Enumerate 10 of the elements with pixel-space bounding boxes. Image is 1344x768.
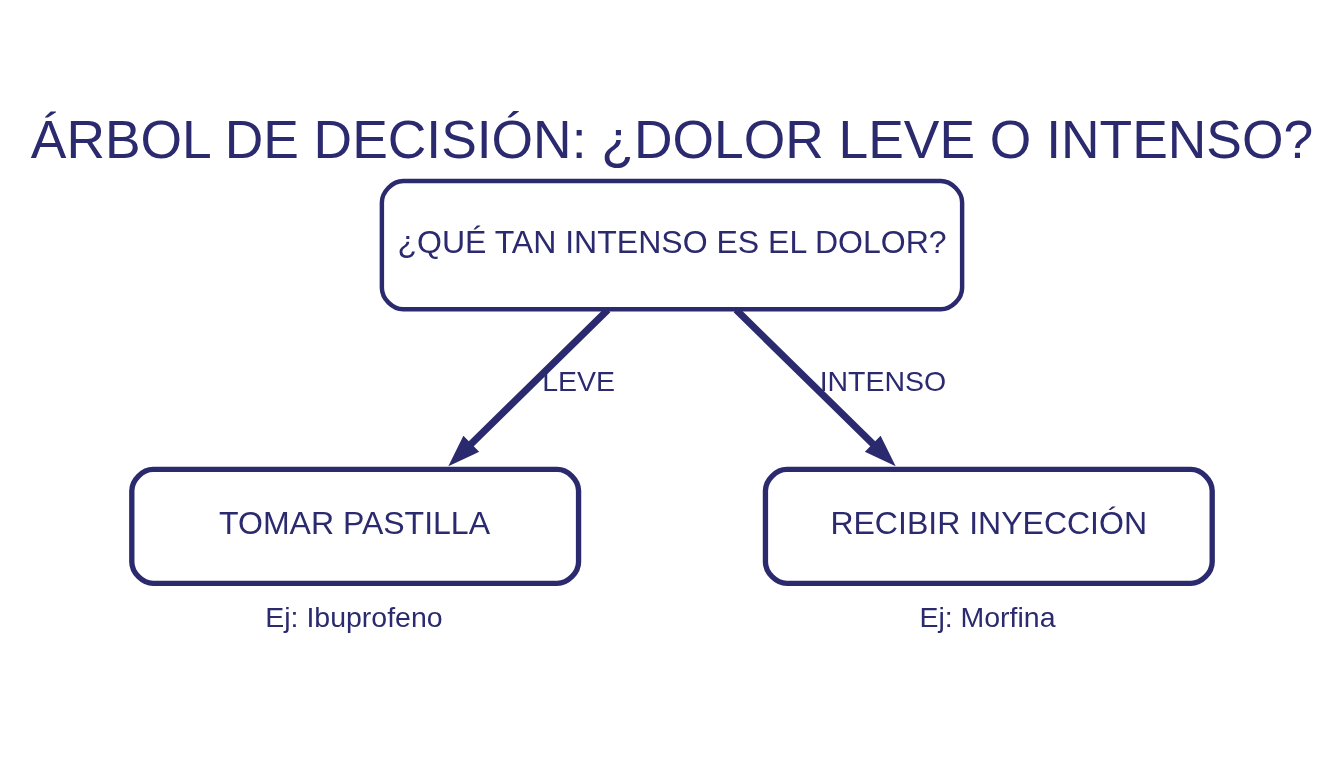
- node-box: RECIBIR INYECCIÓN: [762, 466, 1215, 586]
- arrow: [733, 307, 896, 467]
- diagram-title: ÁRBOL DE DECISIÓN: ¿DOLOR LEVE O INTENSO?: [30, 109, 1314, 169]
- node-label: Ej: Ibuprofeno: [265, 600, 443, 633]
- node-label: Ej: Morfina: [919, 600, 1056, 633]
- arrow: [448, 307, 611, 467]
- edge-label: LEVE: [542, 364, 615, 397]
- node-box: TOMAR PASTILLA: [129, 466, 582, 586]
- node-box: ¿QUÉ TAN INTENSO ES EL DOLOR?: [379, 178, 965, 312]
- edge-label: INTENSO: [819, 364, 947, 397]
